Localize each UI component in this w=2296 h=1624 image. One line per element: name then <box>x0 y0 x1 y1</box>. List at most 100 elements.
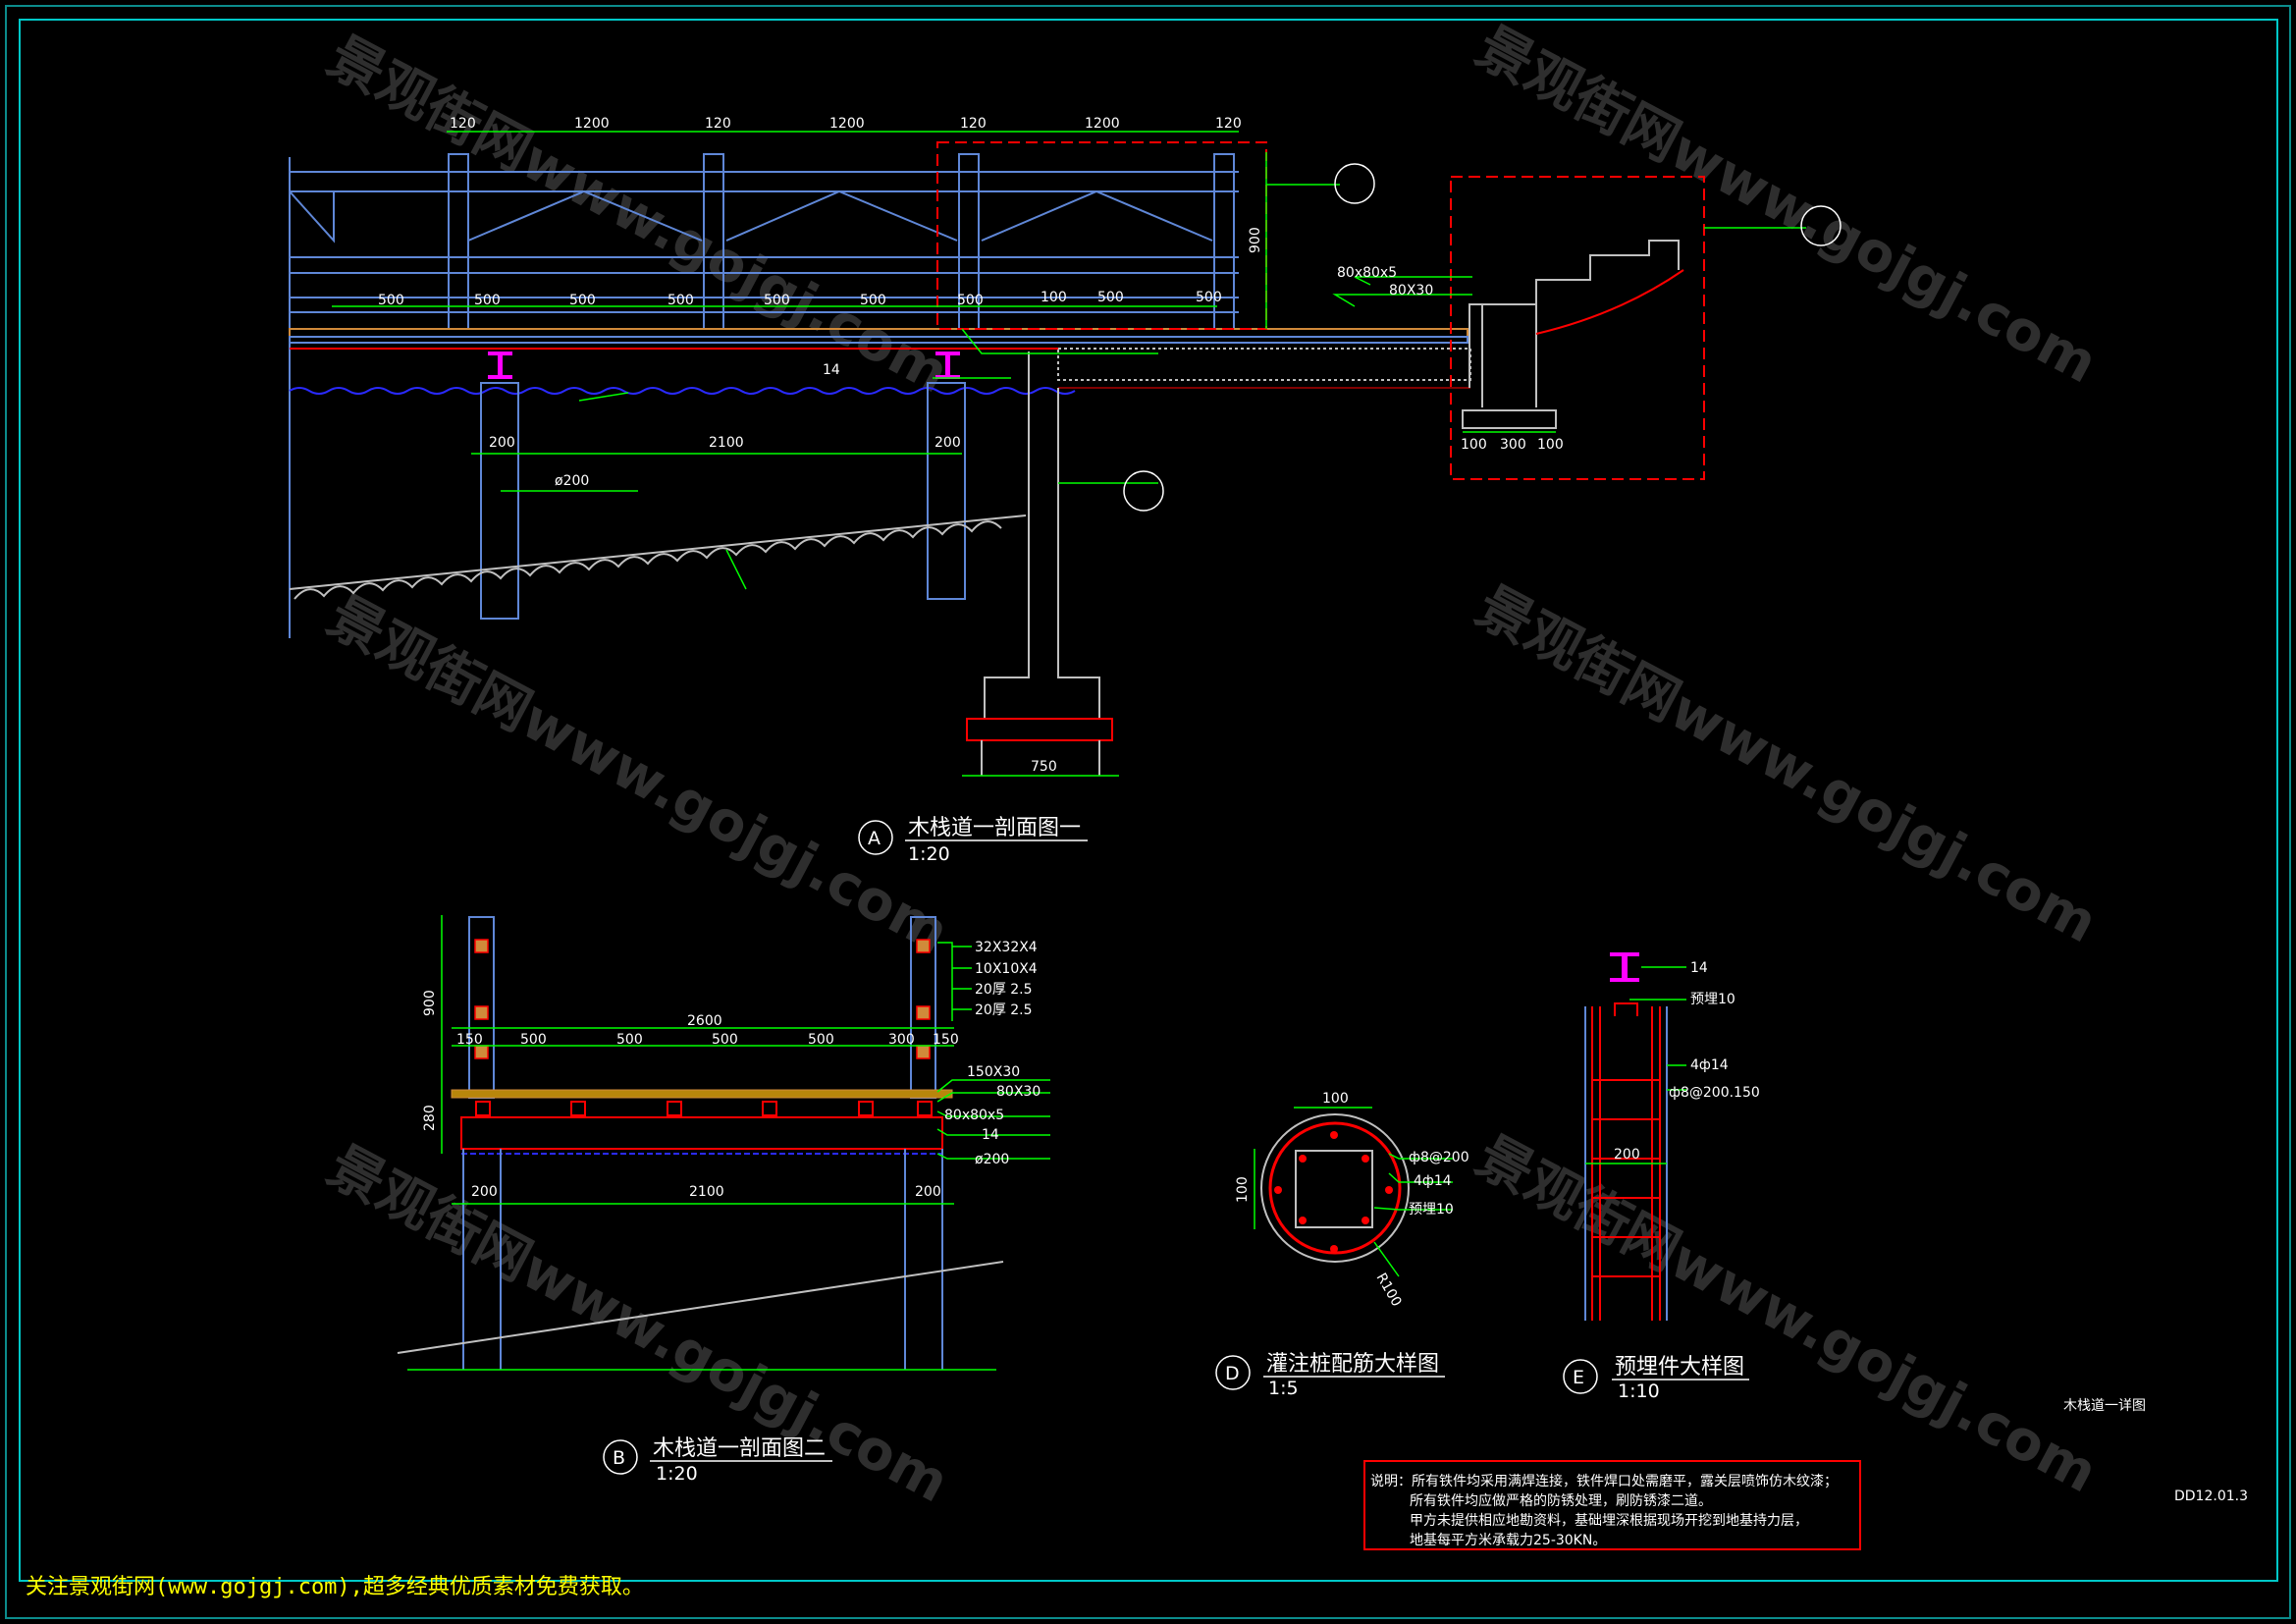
a-dim-top-6: 1200 <box>1085 116 1120 132</box>
e-ibeam <box>1610 952 1639 982</box>
watermark-4: 景观街网www.gojgj.com <box>1466 574 2107 955</box>
b-dim-space-6: 300 <box>888 1032 915 1048</box>
d-stirrup <box>1295 1150 1373 1228</box>
ibeams <box>488 352 960 379</box>
stair-detail <box>936 141 1705 480</box>
section-a-title: 木栈道一剖面图一 <box>908 816 1081 840</box>
b-note-8: 14 <box>982 1127 999 1143</box>
detail-e-label-circle <box>1563 1359 1598 1394</box>
explanation-line-4: 地基每平方米承载力25-30KN。 <box>1410 1532 1606 1548</box>
a-dim-height: 900 <box>1248 227 1263 253</box>
a-note-ibeam: 14 <box>823 362 840 378</box>
explanation-frame <box>1363 1460 1861 1550</box>
section-a-scale: 1:20 <box>908 843 950 865</box>
b-note-1: 32X32X4 <box>975 940 1038 955</box>
section-a-dimlines <box>332 131 1806 777</box>
a-dim-pile-3: 200 <box>934 435 961 451</box>
detail-d-title: 灌注桩配筋大样图 <box>1266 1352 1439 1377</box>
b-dim-space-1: 150 <box>456 1032 483 1048</box>
detail-e-drawing: 200 14 预埋10 4ф14 ф8@200.150 E 预埋件大样图 1:1… <box>1563 952 1760 1402</box>
a-dim-post-3: 500 <box>569 293 596 308</box>
d-dimlines <box>1254 1107 1453 1277</box>
a-dim-pile-2: 2100 <box>709 435 744 451</box>
e-note-3: 4ф14 <box>1690 1057 1729 1073</box>
a-dim-footing: 750 <box>1031 759 1057 775</box>
b-note-7: 80x80x5 <box>944 1108 1004 1123</box>
d-radius: R100 <box>1373 1271 1405 1310</box>
piles <box>480 382 966 620</box>
section-b-title: 木栈道一剖面图二 <box>653 1436 826 1461</box>
slope-ground <box>289 514 1027 600</box>
b-dim-pile-1: 200 <box>471 1184 498 1200</box>
d-pile-inner <box>1268 1121 1402 1255</box>
b-posts <box>468 916 936 1099</box>
d-note-1: ф8@200 <box>1409 1150 1469 1165</box>
b-dim-pile-2: 2100 <box>689 1184 724 1200</box>
section-a-label: A <box>868 828 881 849</box>
d-rebars <box>1274 1131 1393 1253</box>
d-pile-outer <box>1260 1113 1410 1263</box>
d-dim-top: 100 <box>1322 1091 1349 1107</box>
a-dim-stair-3: 100 <box>1537 437 1564 453</box>
b-note-9: ø200 <box>975 1152 1009 1167</box>
a-dim-stair-2: 300 <box>1500 437 1526 453</box>
outer-frame <box>5 5 2291 1619</box>
a-dim-post-5: 500 <box>764 293 790 308</box>
e-dimlines <box>1585 966 1686 1164</box>
section-b-drawing: 900 280 2600 150 500 500 500 500 300 150… <box>397 915 1050 1485</box>
b-dim-pile-3: 200 <box>915 1184 941 1200</box>
footer-banner[interactable]: 关注景观街网(www.gojgj.com),超多经典优质素材免费获取。 <box>26 1575 644 1599</box>
b-note-2: 10X10X4 <box>975 961 1038 977</box>
a-dim-pile-1: 200 <box>489 435 515 451</box>
b-dim-width: 2600 <box>687 1013 722 1029</box>
a-dim-post-1: 500 <box>378 293 404 308</box>
watermark-3: 景观街网www.gojgj.com <box>317 584 958 965</box>
b-note-3: 20厚 2.5 <box>975 982 1033 998</box>
b-dim-deck: 280 <box>422 1105 438 1131</box>
b-beam <box>460 1116 943 1150</box>
water-line <box>289 387 1076 395</box>
a-dim-post-8: 100 <box>1041 290 1067 305</box>
b-dim-space-4: 500 <box>712 1032 738 1048</box>
b-dim-space-5: 500 <box>808 1032 834 1048</box>
e-note-4: ф8@200.150 <box>1669 1085 1760 1101</box>
index-circles <box>1123 163 1842 512</box>
a-dim-post-10: 500 <box>1196 290 1222 305</box>
a-note-pile: ø200 <box>555 473 589 489</box>
b-joists <box>475 1101 933 1116</box>
explanation-line-2: 所有铁件均应做严格的防锈处理，刷防锈漆二道。 <box>1410 1492 1712 1509</box>
e-note-1: 14 <box>1690 960 1708 976</box>
watermark-5: 景观街网www.gojgj.com <box>317 1134 958 1515</box>
section-b-label: B <box>613 1447 625 1469</box>
detail-d-label-circle <box>1215 1355 1251 1390</box>
e-dim-width: 200 <box>1614 1147 1640 1163</box>
a-dim-post-6: 500 <box>860 293 886 308</box>
b-bolts <box>474 939 931 1059</box>
sheet-code: DD12.01.3 <box>2174 1489 2248 1504</box>
explanation-box: 说明：所有铁件均采用满焊连接，铁件焊口处需磨平，露关层喷饰仿木纹漆； 所有铁件均… <box>1363 1460 1861 1550</box>
d-dim-side: 100 <box>1235 1176 1251 1203</box>
drawing-frame <box>19 19 2278 1582</box>
railing <box>289 153 1239 638</box>
a-dim-post-4: 500 <box>667 293 694 308</box>
a-dim-top-4: 1200 <box>829 116 865 132</box>
a-dim-post-9: 500 <box>1097 290 1124 305</box>
b-deck <box>451 1089 953 1099</box>
watermark-2: 景观街网www.gojgj.com <box>1466 15 2107 396</box>
detail-e-label: E <box>1573 1367 1584 1388</box>
retaining-wall <box>966 352 1113 776</box>
a-dim-stair-1: 100 <box>1461 437 1487 453</box>
detail-e-title: 预埋件大样图 <box>1615 1355 1744 1380</box>
b-slope <box>397 1261 1004 1354</box>
section-a-label-circle <box>858 820 893 855</box>
b-piles <box>462 1149 943 1370</box>
a-note-joist: 80x80x5 <box>1337 265 1397 281</box>
d-note-2: 4ф14 <box>1414 1173 1452 1189</box>
b-dim-space-7: 150 <box>933 1032 959 1048</box>
b-dimlines <box>441 915 1050 1205</box>
watermark-6: 景观街网www.gojgj.com <box>1466 1124 2107 1505</box>
explanation-line-3: 甲方未提供相应地勘资料，基础埋深根据现场开挖到地基持力层， <box>1410 1512 1808 1529</box>
a-dim-top-5: 120 <box>960 116 987 132</box>
b-note-5: 150X30 <box>967 1064 1020 1080</box>
